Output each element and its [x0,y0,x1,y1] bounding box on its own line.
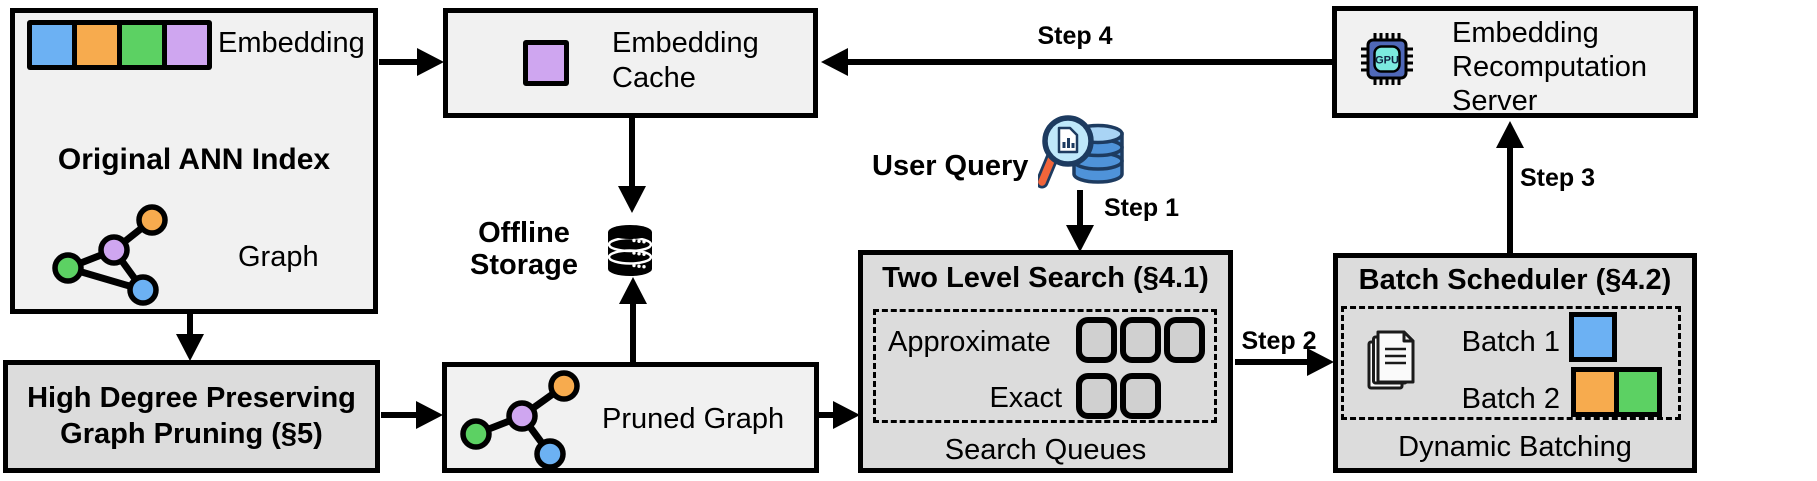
queue-slot [1076,373,1117,419]
arrowhead [1066,225,1094,252]
embedding-vector-strip [27,20,212,70]
batch2-cell-orange [1576,372,1614,412]
pruned-graph-box [442,362,819,473]
embedding-cell-purple [167,25,207,65]
arrowhead [821,48,848,76]
two-level-search-title: Two Level Search (§4.1) [882,262,1209,294]
user-query-label: User Query [872,150,1029,182]
queue-slot [1120,317,1161,363]
gpu-chip-text: GPU [1375,55,1399,67]
batch2-swatches [1571,367,1662,417]
arrowhead [1307,348,1334,376]
offline-storage-database-icon [607,225,653,276]
arrowhead [416,401,443,429]
embedding-cache-label: Embedding Cache [612,27,759,94]
recomputation-server-label: Embedding Recomputation Server [1452,17,1648,117]
high-degree-pruning-box [3,360,380,473]
arrowhead [618,186,646,213]
batch1-label: Batch 1 [1461,326,1560,358]
pruned-graph-icon [460,370,580,468]
offline-storage-label: Offline Storage [470,217,578,281]
arrow-ann-to-cache [379,59,419,65]
search-queues-dashed-region [873,309,1217,423]
embedding-cache-box [443,8,818,118]
dynamic-batching-label: Dynamic Batching [1398,431,1632,463]
arrow-search-to-scheduler [1235,359,1309,365]
approximate-queue-slots [1076,317,1205,363]
arrowhead [417,48,444,76]
exact-queue-slots [1076,373,1161,419]
embedding-cell-green [122,25,162,65]
high-degree-pruning-title: High Degree Preserving Graph Pruning (§5… [27,382,356,450]
arrow-pruned-to-storage [630,302,636,363]
arrowhead [176,334,204,361]
arrow-query-to-search [1077,190,1083,227]
queue-slot [1076,317,1117,363]
cached-embedding-swatch [523,40,569,86]
batch2-label: Batch 2 [1461,383,1560,415]
embedding-cell-blue [32,25,72,65]
arrowhead [1496,121,1524,148]
batch-scheduler-title: Batch Scheduler (§4.2) [1358,264,1672,296]
batch1-swatches [1569,312,1617,362]
batch1-cell-blue [1574,317,1612,357]
graph-label: Graph [238,241,319,273]
original-graph-icon [52,204,168,306]
gpu-chip-icon: GPU [1361,33,1413,85]
arrow-scheduler-to-server [1507,146,1513,253]
original-ann-index-title: Original ANN Index [57,143,331,176]
queue-slot [1120,373,1161,419]
pruned-graph-label: Pruned Graph [602,403,785,435]
arrow-pruned-to-search [819,412,836,418]
exact-label: Exact [989,382,1062,414]
embedding-label: Embedding [218,27,365,59]
arrow-pruning-to-pruned [381,412,418,418]
search-queues-label: Search Queues [944,434,1147,466]
arrow-server-to-cache [846,59,1333,65]
embedding-cell-orange [77,25,117,65]
step1-label: Step 1 [1104,194,1180,222]
queue-slot [1164,317,1205,363]
arrow-cache-to-storage [629,116,635,188]
batch2-cell-green [1619,372,1657,412]
arrowhead [833,401,860,429]
documents-icon [1367,330,1415,390]
step2-label: Step 2 [1241,327,1317,355]
approximate-label: Approximate [888,326,1051,358]
step3-label: Step 3 [1520,164,1596,192]
step4-label: Step 4 [1037,22,1113,50]
user-query-icon [1038,115,1124,189]
dynamic-batching-dashed-region [1341,306,1681,420]
arrow-ann-to-pruning [187,313,193,336]
arrowhead [619,277,647,304]
